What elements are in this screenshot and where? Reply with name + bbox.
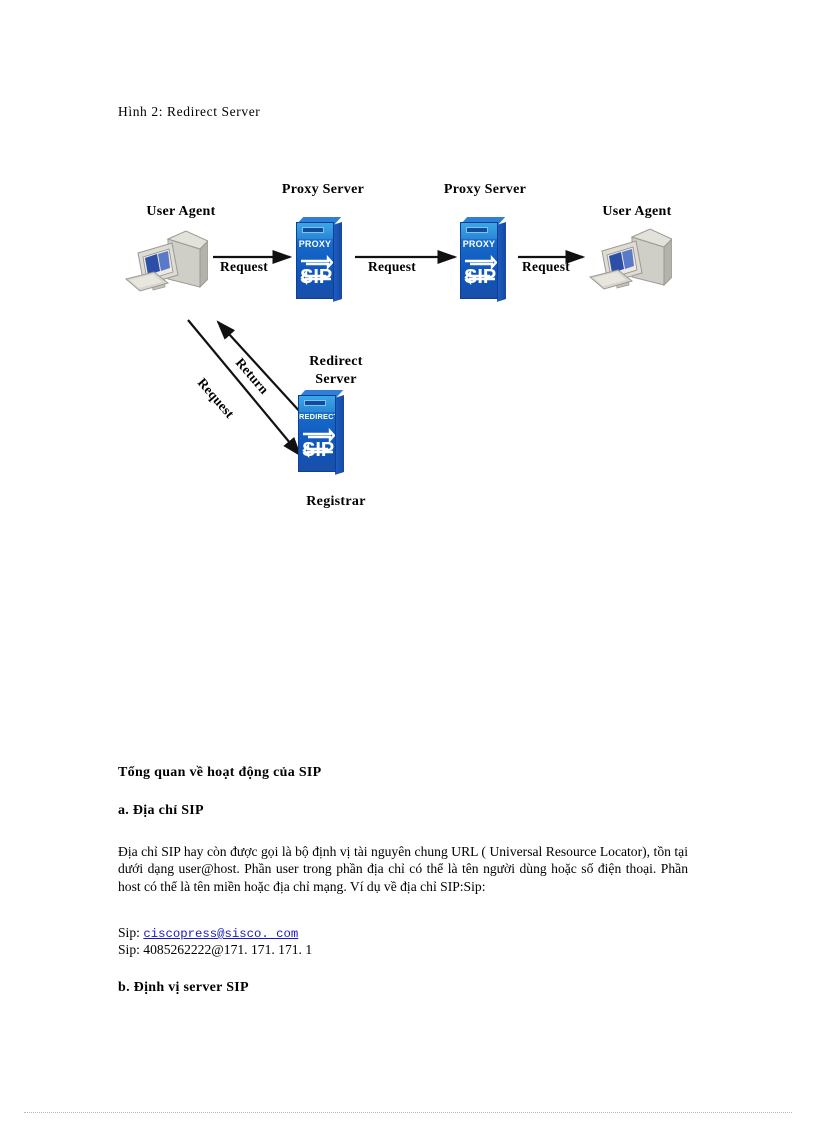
heading-overview: Tổng quan về hoạt động của SIP <box>118 765 322 780</box>
server-front-panel: PROXY SIP <box>296 222 334 299</box>
server-chip-label <box>304 400 326 406</box>
label-redirect-line1: Redirect <box>309 354 363 369</box>
sip-example-line-1: Sip: ciscopress@sisco. com <box>118 924 298 943</box>
email-link[interactable]: ciscopress@sisco. com <box>143 927 299 941</box>
server-tag-text: PROXY <box>298 239 332 249</box>
user-agent-left-icon <box>124 227 209 301</box>
label-redirect-line2: Server <box>315 371 357 387</box>
label-registrar: Registrar <box>306 494 366 509</box>
server-chip-label <box>466 227 488 233</box>
server-tag-text: PROXY <box>462 239 496 249</box>
proxy-server-2-icon: PROXY SIP <box>460 217 506 302</box>
svg-text:SIP: SIP <box>302 439 334 461</box>
figure-caption: Hình 2: Redirect Server <box>118 104 261 119</box>
label-redirect-server: Redirect Server <box>288 353 384 388</box>
label-user-agent-right: User Agent <box>602 204 672 219</box>
server-side-panel <box>333 222 342 302</box>
server-front-panel: PROXY SIP <box>460 222 498 299</box>
user-agent-right-icon <box>588 225 673 299</box>
proxy-server-1-icon: PROXY SIP <box>296 217 342 302</box>
svg-text:SIP: SIP <box>300 266 332 288</box>
server-side-panel <box>497 222 506 302</box>
sip-redirect-diagram: User Agent Proxy Server <box>110 175 700 525</box>
server-front-panel: REDIRECT SIP <box>298 395 336 472</box>
arrow-label-request-2: Request <box>368 259 416 274</box>
page-footer-rule <box>24 1112 792 1113</box>
paragraph-sip-address: Địa chỉ SIP hay còn được gọi là bộ định … <box>118 844 688 894</box>
sip-logo-mark: SIP <box>300 254 333 288</box>
label-proxy-server-2: Proxy Server <box>443 182 527 197</box>
label-proxy-server-1: Proxy Server <box>281 182 365 197</box>
sip-example-prefix-1: Sip: <box>118 925 144 940</box>
svg-text:SIP: SIP <box>464 266 496 288</box>
heading-section-a: a. Địa chỉ SIP <box>118 803 204 818</box>
heading-section-b: b. Định vị server SIP <box>118 980 249 995</box>
sip-logo-mark: SIP <box>302 427 335 461</box>
arrow-label-request-1: Request <box>220 259 268 274</box>
label-user-agent-left: User Agent <box>146 204 216 219</box>
server-side-panel <box>335 395 344 475</box>
redirect-server-icon: REDIRECT SIP <box>298 390 344 475</box>
server-chip-label <box>302 227 324 233</box>
server-tag-text: REDIRECT <box>299 412 336 421</box>
arrow-label-request-3: Request <box>522 259 570 274</box>
sip-logo-mark: SIP <box>464 254 497 288</box>
sip-example-line-2: Sip: 4085262222@171. 171. 171. 1 <box>118 942 313 957</box>
